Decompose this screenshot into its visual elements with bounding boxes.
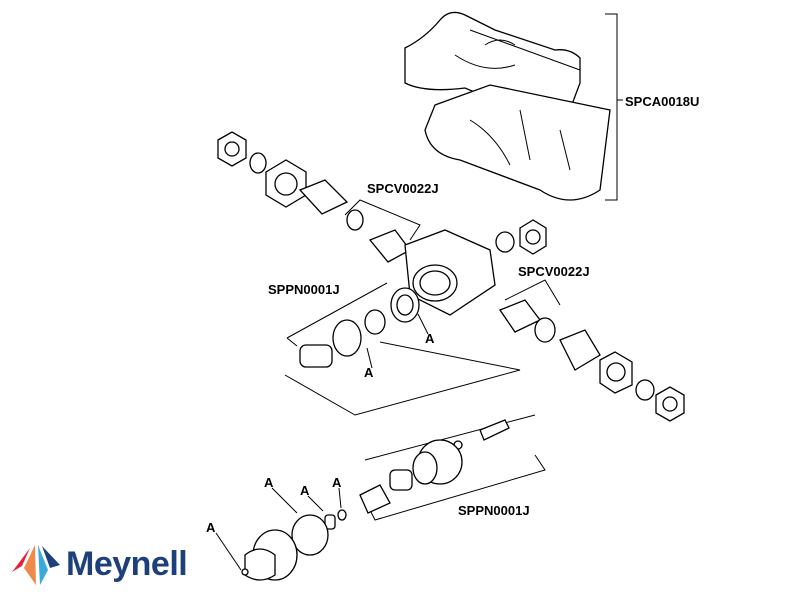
end-cap-parts — [241, 509, 347, 581]
meynell-logo-mark — [12, 545, 60, 585]
callout-leaders — [215, 313, 429, 571]
label-sppn0001j-lower: SPPN0001J — [458, 503, 530, 518]
check-valve-top-part — [368, 229, 411, 263]
meynell-logo-text: Meynell — [66, 545, 188, 583]
check-valve-top-bracket — [344, 199, 421, 241]
label-spcv0022j-right: SPCV0022J — [518, 264, 590, 279]
callout-a: A — [332, 475, 342, 490]
piston-lower-parts — [359, 419, 510, 514]
label-spca0018u: SPCA0018U — [625, 94, 700, 109]
right-top-fittings — [495, 219, 547, 255]
cover-bracket — [605, 13, 623, 201]
label-spcv0022j-top: SPCV0022J — [367, 181, 439, 196]
callout-a: A — [425, 331, 435, 346]
left-fittings — [217, 131, 364, 231]
piston-upper-parts — [299, 287, 420, 368]
check-valve-right-bracket — [504, 279, 561, 306]
callout-a: A — [364, 365, 374, 380]
callout-a: A — [300, 483, 310, 498]
callout-a: A — [264, 475, 274, 490]
cover-bottom-part — [424, 84, 611, 201]
label-sppn0001j-upper: SPPN0001J — [268, 282, 340, 297]
callout-a: A — [206, 520, 216, 535]
piston-upper-bracket — [284, 282, 521, 416]
check-valve-right-parts — [499, 299, 685, 422]
